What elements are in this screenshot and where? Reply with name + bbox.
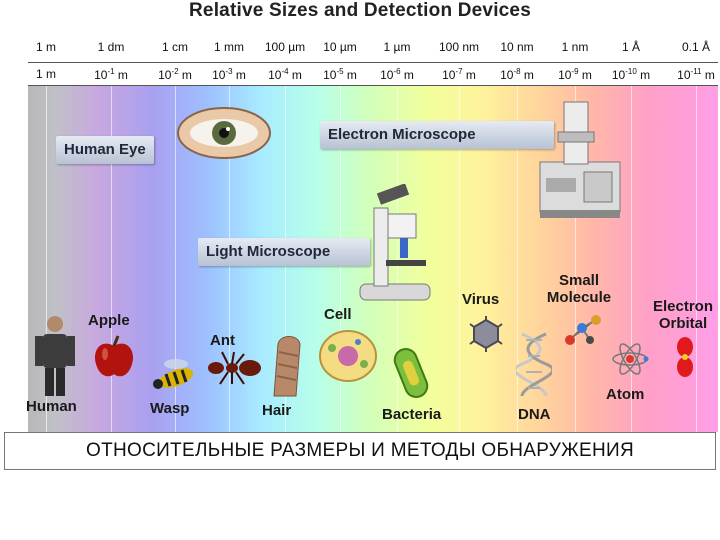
- scale-gridline: [46, 86, 47, 432]
- scale-power-label: 10-2 m: [158, 67, 192, 82]
- scale-gridline: [397, 86, 398, 432]
- scale-unit-label: 1 dm: [97, 40, 125, 54]
- scale-units-row: 1 m 1 dm 1 cm 1 mm 100 µm 10 µm 1 µm 100 nm 10 n…: [0, 40, 720, 60]
- small-molecule-label-line2: Molecule: [546, 289, 612, 306]
- electron-orbital-label-line2: Orbital: [658, 315, 708, 332]
- scale-unit-label: 10 nm: [500, 40, 534, 54]
- scale-unit-label: 1 cm: [161, 40, 189, 54]
- scale-gridline: [631, 86, 632, 432]
- light-microscope-icon: [359, 184, 431, 301]
- scale-divider: [28, 62, 718, 63]
- figure-title: Relative Sizes and Detection Devices: [189, 0, 531, 21]
- bacteria-icon: [393, 348, 429, 398]
- virus-icon: [469, 316, 503, 352]
- scale-gridline: [111, 86, 112, 432]
- scale-power-label: 10-3 m: [212, 67, 246, 82]
- human-figure-icon: [35, 316, 75, 396]
- scale-power-label: 10-4 m: [268, 67, 302, 82]
- hair-strand-icon: [273, 336, 301, 397]
- scale-divider: [28, 85, 718, 86]
- scale-unit-label: 1 µm: [383, 40, 411, 54]
- scale-gridline: [517, 86, 518, 432]
- apple-icon: [94, 335, 134, 377]
- electron-microscope-label: Electron Microscope: [320, 121, 554, 149]
- scale-power-label: 10-9 m: [558, 67, 592, 82]
- apple-label: Apple: [88, 312, 130, 329]
- scale-power-label: 10-6 m: [380, 67, 414, 82]
- ant-icon: [208, 351, 261, 385]
- small-molecule-label: Small Molecule: [540, 272, 618, 306]
- wasp-icon: [153, 359, 194, 389]
- scale-power-label: 10-10 m: [611, 67, 651, 82]
- electron-microscope-icon: [539, 101, 621, 218]
- scale-unit-label: 100 µm: [264, 40, 306, 54]
- atom-label: Atom: [606, 386, 645, 403]
- cell-icon: [319, 330, 377, 382]
- russian-caption: ОТНОСИТЕЛЬНЫЕ РАЗМЕРЫ И МЕТОДЫ ОБНАРУЖЕН…: [4, 432, 716, 470]
- virus-label: Virus: [462, 291, 500, 308]
- scale-unit-label: 1 Å: [621, 40, 641, 54]
- wasp-label: Wasp: [150, 400, 190, 417]
- scale-power-label: 1 m: [35, 67, 57, 81]
- scale-power-label: 10-11 m: [677, 67, 715, 82]
- scale-power-label: 10-7 m: [442, 67, 476, 82]
- scale-gridline: [459, 86, 460, 432]
- bacteria-label: Bacteria: [382, 406, 442, 423]
- scale-unit-label: 100 nm: [438, 40, 480, 54]
- light-microscope-label: Light Microscope: [198, 238, 370, 266]
- scale-powers-row: 1 m 10-1 m 10-2 m 10-3 m 10-4 m 10-5 m 10-6 m 1…: [0, 67, 720, 87]
- hair-label: Hair: [262, 402, 292, 419]
- electron-orbital-label-line1: Electron: [652, 298, 713, 315]
- scale-unit-label: 0.1 Å: [681, 40, 711, 54]
- scale-gridline: [696, 86, 697, 432]
- human-eye-label: Human Eye: [56, 136, 154, 164]
- dna-label: DNA: [518, 406, 551, 423]
- small-molecule-label-line1: Small: [558, 272, 600, 289]
- electron-orbital-icon: [677, 337, 693, 377]
- dna-helix-icon: [516, 332, 552, 397]
- scale-unit-label: 1 mm: [214, 40, 244, 54]
- scale-unit-label: 1 m: [35, 40, 57, 54]
- scale-unit-label: 10 µm: [323, 40, 357, 54]
- atom-icon: [612, 343, 649, 375]
- scale-power-label: 10-5 m: [323, 67, 357, 82]
- cell-label: Cell: [324, 306, 352, 323]
- scale-gridline: [575, 86, 576, 432]
- scale-power-label: 10-8 m: [500, 67, 534, 82]
- scale-unit-label: 1 nm: [561, 40, 589, 54]
- molecule-icon: [565, 315, 601, 345]
- human-label: Human: [26, 398, 77, 415]
- eye-icon: [177, 107, 271, 159]
- scale-gridline: [175, 86, 176, 432]
- scale-power-label: 10-1 m: [94, 67, 128, 82]
- ant-label: Ant: [210, 332, 235, 349]
- electron-orbital-label: Electron Orbital: [646, 298, 720, 332]
